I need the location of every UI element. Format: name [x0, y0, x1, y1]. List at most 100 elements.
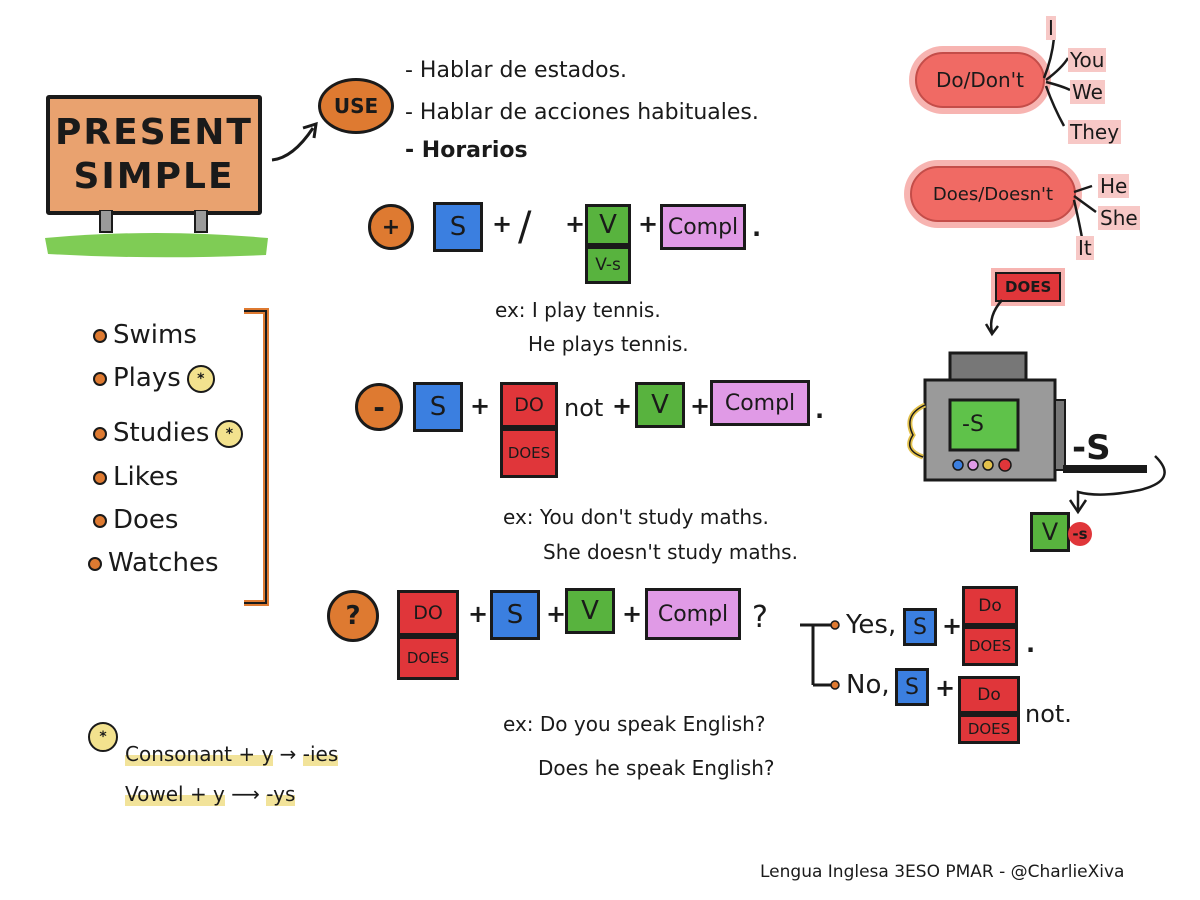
pronoun-we: We [1070, 80, 1105, 104]
list-item: Does [93, 505, 178, 535]
answer-no-not-word: not. [1025, 700, 1072, 728]
suffix-machine-icon [907, 351, 1147, 482]
answer-yes-subject-box: S [903, 608, 937, 646]
negative-verb-box: V [635, 382, 685, 428]
use-badge: USE [318, 78, 394, 134]
answers-bracket [800, 620, 840, 690]
pronoun-it: It [1076, 236, 1094, 260]
verb-label: Studies [113, 418, 210, 448]
list-item: Plays* [93, 363, 215, 393]
answer-no-does-box: DOES [958, 714, 1020, 744]
answer-no-subject-box: S [895, 668, 929, 706]
pronoun-they: They [1068, 120, 1122, 144]
verbs-bracket [244, 308, 269, 606]
plus-sign: + [942, 612, 963, 640]
verb-label: Watches [108, 548, 219, 578]
period: . [815, 396, 825, 424]
question-subject-box: S [490, 590, 540, 640]
period: . [752, 214, 762, 242]
do-cloud-branches [1042, 37, 1071, 127]
bullet-dot [88, 556, 102, 571]
negative-does-box: DOES [500, 428, 558, 478]
list-item: Swims [93, 320, 197, 350]
machine-does-label: DOES [995, 272, 1062, 302]
list-item: Watches [88, 548, 219, 578]
question-badge: ? [327, 590, 379, 642]
answer-yes-do-box: Do [962, 586, 1018, 626]
rule-consonant-y: Consonant + y → -ies [125, 742, 339, 766]
question-complement-box: Compl [645, 588, 741, 640]
answer-yes-does-box: DOES [962, 626, 1018, 666]
plus-sign: + [470, 392, 491, 420]
sign-ground [45, 210, 268, 258]
question-does-box: DOES [397, 636, 459, 680]
list-item: Studies* [93, 418, 244, 448]
use-item-1: - Hablar de estados. [405, 58, 628, 83]
affirmative-subject-box: S [433, 202, 483, 252]
bullet-dot [93, 328, 107, 343]
plus-sign: + [622, 600, 643, 628]
does-doesnt-cloud: Does/Doesn't [910, 166, 1076, 222]
sign-title-line1: PRESENT [55, 112, 253, 153]
machine-screen-text: -S [962, 412, 984, 437]
rule-result: -ys [266, 782, 296, 806]
affirmative-example-1: ex: I play tennis. [495, 298, 661, 322]
answer-yes-word: Yes, [846, 610, 897, 640]
answer-no-do-box: Do [958, 676, 1020, 714]
arrow-sign-to-use [271, 121, 318, 162]
negative-not-word: not [564, 394, 604, 422]
asterisk-icon: * [186, 364, 215, 393]
sign-board: PRESENT SIMPLE [46, 95, 262, 215]
plus-sign: + [638, 210, 659, 238]
negative-example-2: She doesn't study maths. [543, 540, 798, 564]
pronoun-she: She [1098, 206, 1140, 230]
pronoun-i: I [1046, 16, 1056, 40]
negative-badge: - [355, 383, 403, 431]
output-suffix-badge: -s [1068, 522, 1092, 546]
use-item-3: - Horarios [405, 138, 528, 163]
affirmative-verb-s-box: V-s [585, 246, 631, 284]
pronoun-you: You [1068, 48, 1107, 72]
rule-condition: Vowel + y [125, 782, 225, 806]
bullet-dot [93, 513, 107, 528]
verb-label: Plays [113, 363, 181, 393]
list-item: Likes [93, 462, 178, 492]
question-example-2: Does he speak English? [538, 756, 775, 780]
question-mark: ? [752, 600, 768, 635]
answer-no-word: No, [846, 670, 890, 700]
negative-example-1: ex: You don't study maths. [503, 505, 769, 529]
machine-suffix-text: -S [1072, 428, 1111, 468]
bullet-dot [93, 426, 107, 441]
sign-title-line2: SIMPLE [73, 156, 235, 197]
period: . [1026, 630, 1036, 658]
verb-label: Does [113, 505, 179, 535]
negative-do-box: DO [500, 382, 558, 428]
bullet-dot [93, 371, 107, 386]
plus-sign: + [492, 210, 513, 238]
slash-sign: / [518, 204, 532, 250]
plus-sign: + [935, 674, 956, 702]
plus-sign: + [565, 210, 586, 238]
rule-vowel-y: Vowel + y ⟶ -ys [125, 782, 296, 806]
rule-condition: Consonant + y [125, 742, 274, 766]
plus-sign: + [612, 392, 633, 420]
plus-sign: + [690, 392, 711, 420]
question-do-box: DO [397, 590, 459, 636]
verb-label: Swims [113, 320, 197, 350]
does-cloud-branches [1072, 184, 1097, 239]
negative-subject-box: S [413, 382, 463, 432]
use-item-2: - Hablar de acciones habituales. [405, 100, 759, 125]
verb-label: Likes [113, 462, 179, 492]
asterisk-icon: * [88, 722, 118, 752]
rule-result: -ies [302, 742, 339, 766]
output-verb-box: V [1030, 512, 1070, 552]
bullet-dot [93, 470, 107, 485]
affirmative-example-2: He plays tennis. [528, 332, 689, 356]
footer-credit: Lengua Inglesa 3ESO PMAR - @CharlieXiva [760, 862, 1125, 882]
arrow-into-machine [984, 299, 1003, 337]
negative-complement-box: Compl [710, 380, 810, 426]
affirmative-verb-box: V [585, 204, 631, 246]
question-example-1: ex: Do you speak English? [503, 712, 766, 736]
affirmative-complement-box: Compl [660, 204, 746, 250]
asterisk-icon: * [215, 419, 244, 448]
